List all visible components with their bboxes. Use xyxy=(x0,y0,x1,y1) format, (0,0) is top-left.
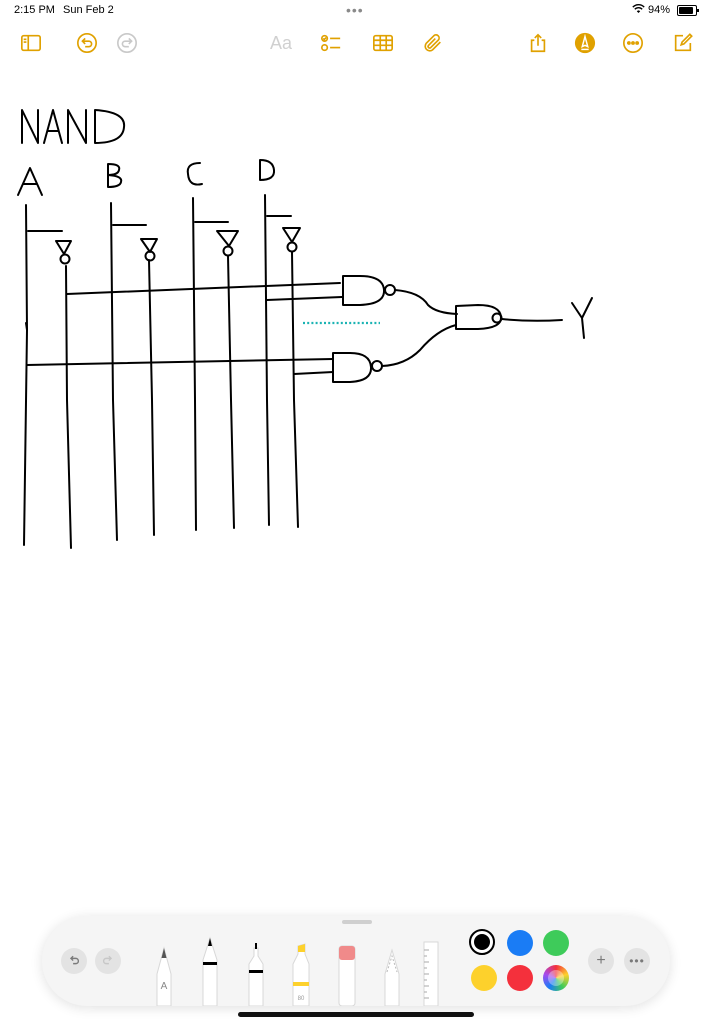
pen-tool-icon[interactable] xyxy=(199,934,221,1006)
gate-wires xyxy=(25,282,343,375)
eraser-tool-icon[interactable] xyxy=(336,934,358,1006)
input-label-d xyxy=(259,159,276,181)
input-label-c xyxy=(186,162,203,186)
nand-gate-2 xyxy=(332,324,457,383)
palette-redo-icon[interactable] xyxy=(95,948,121,974)
color-green[interactable] xyxy=(543,930,569,956)
palette-undo-icon[interactable] xyxy=(61,948,87,974)
share-icon[interactable] xyxy=(523,28,553,58)
palette-grabber[interactable] xyxy=(342,920,372,924)
battery-percent: 94% xyxy=(648,4,671,16)
input-label-a xyxy=(17,167,43,196)
pencil-tool-icon[interactable]: A xyxy=(153,934,175,1006)
inverter-gates xyxy=(27,215,301,265)
color-red[interactable] xyxy=(507,965,533,991)
fineliner-tool-icon[interactable] xyxy=(245,934,267,1006)
nand-gate-3 xyxy=(455,304,563,330)
tool-palette: A 80 + ••• xyxy=(42,916,670,1006)
input-label-b xyxy=(107,163,123,188)
handwritten-title xyxy=(21,109,126,144)
multitask-dots[interactable]: ••• xyxy=(346,2,364,18)
color-picker-icon[interactable] xyxy=(543,965,569,991)
wifi-icon xyxy=(632,4,645,17)
pencil-letter: A xyxy=(161,981,168,992)
battery-icon xyxy=(677,5,699,16)
attachment-icon[interactable] xyxy=(418,28,448,58)
drawing-canvas[interactable] xyxy=(0,60,712,910)
marker-tool-icon[interactable]: 80 xyxy=(290,934,312,1006)
nand-gate-1 xyxy=(342,275,458,315)
undo-icon[interactable] xyxy=(72,28,102,58)
ruler-tool-icon[interactable] xyxy=(423,934,439,1006)
markup-icon[interactable] xyxy=(570,28,600,58)
color-yellow[interactable] xyxy=(471,965,497,991)
redo-icon[interactable] xyxy=(112,28,142,58)
add-tool-icon[interactable]: + xyxy=(588,948,614,974)
lasso-tool-icon[interactable] xyxy=(381,934,403,1006)
format-button[interactable]: Aa xyxy=(269,32,293,53)
sidebar-icon[interactable] xyxy=(16,28,46,58)
table-icon[interactable] xyxy=(368,28,398,58)
marker-opacity: 80 xyxy=(298,996,305,1002)
checklist-icon[interactable] xyxy=(316,28,346,58)
color-black-selected[interactable] xyxy=(469,929,495,955)
input-rails xyxy=(23,194,299,549)
notes-toolbar: Aa xyxy=(0,28,712,58)
palette-more-icon[interactable]: ••• xyxy=(624,948,650,974)
more-icon[interactable] xyxy=(618,28,648,58)
home-indicator[interactable] xyxy=(238,1012,474,1017)
status-bar: 2:15 PM Sun Feb 2 ••• 94% xyxy=(0,0,712,22)
status-date: Sun Feb 2 xyxy=(63,4,114,16)
battery-level xyxy=(679,7,694,14)
color-blue[interactable] xyxy=(507,930,533,956)
compose-icon[interactable] xyxy=(668,28,698,58)
output-label-y xyxy=(571,297,593,339)
status-time: 2:15 PM xyxy=(14,4,55,16)
